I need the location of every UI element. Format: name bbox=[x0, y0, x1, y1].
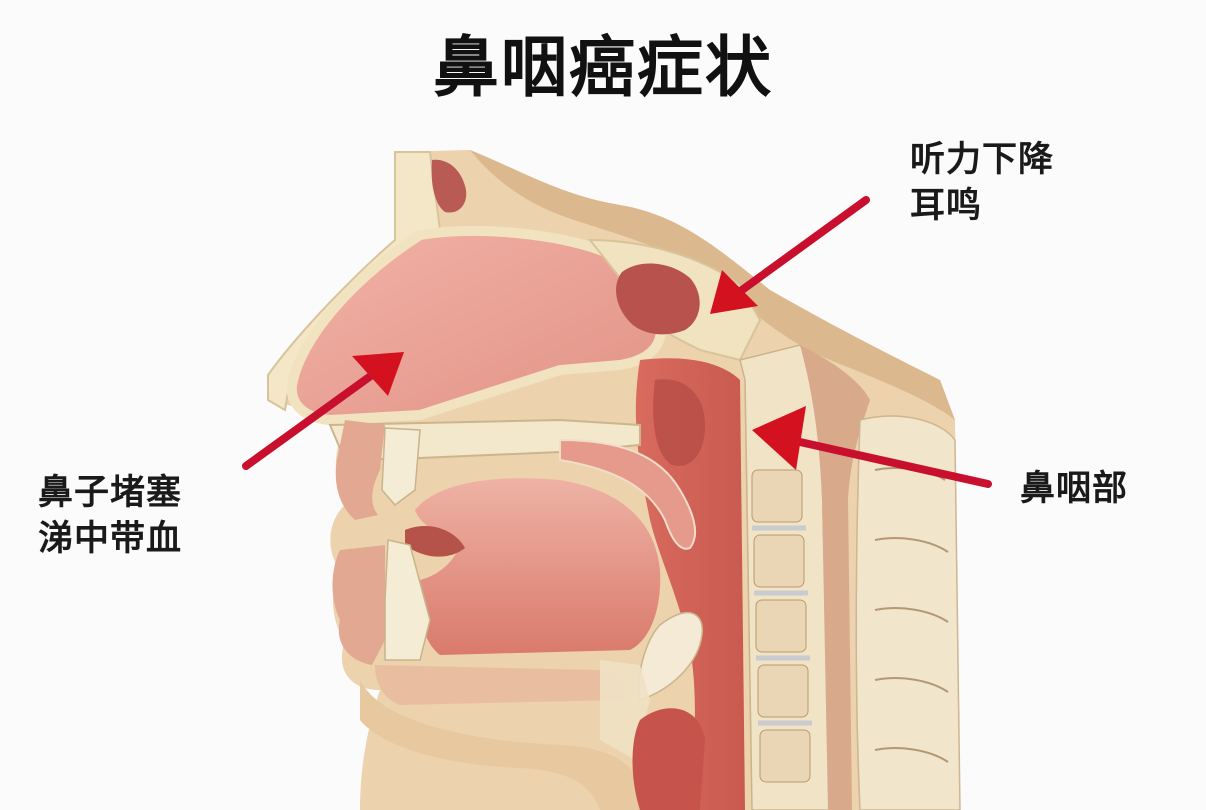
label-hearing-loss-tinnitus: 听力下降 耳鸣 bbox=[910, 137, 1054, 229]
lower-incisor bbox=[384, 539, 431, 661]
mandible-floor bbox=[375, 665, 624, 705]
label-line: 鼻子堵塞 bbox=[38, 473, 183, 513]
label-line: 耳鸣 bbox=[910, 186, 983, 226]
label-line: 鼻咽部 bbox=[1020, 469, 1129, 509]
label-nasopharynx: 鼻咽部 bbox=[1020, 466, 1128, 512]
cervical-spine bbox=[739, 344, 831, 810]
vertebral-arches bbox=[855, 415, 961, 810]
arrow-to-ear-tube bbox=[710, 196, 870, 314]
upper-lip bbox=[335, 420, 385, 520]
arrow-to-nasal-cavity bbox=[242, 352, 404, 470]
upper-incisor bbox=[381, 427, 421, 507]
label-nasal-congestion: 鼻子堵塞 涕中带血 bbox=[38, 470, 182, 562]
frontal-sinus bbox=[431, 159, 467, 213]
label-line: 涕中带血 bbox=[38, 519, 183, 559]
adenoid-fold bbox=[653, 379, 705, 466]
oral-cavity-gap bbox=[405, 526, 465, 557]
tongue bbox=[415, 478, 661, 655]
epiglottis bbox=[637, 611, 703, 701]
spinal-cord bbox=[800, 345, 870, 810]
chin-skin bbox=[360, 680, 650, 810]
larynx bbox=[632, 708, 705, 810]
label-line: 听力下降 bbox=[910, 140, 1055, 180]
sphenoid-sinus bbox=[616, 263, 700, 335]
diagram-title: 鼻咽癌症状 bbox=[433, 29, 773, 106]
soft-palate bbox=[559, 438, 697, 550]
arrow-to-nasopharynx bbox=[752, 406, 992, 488]
lower-lip bbox=[332, 545, 385, 665]
